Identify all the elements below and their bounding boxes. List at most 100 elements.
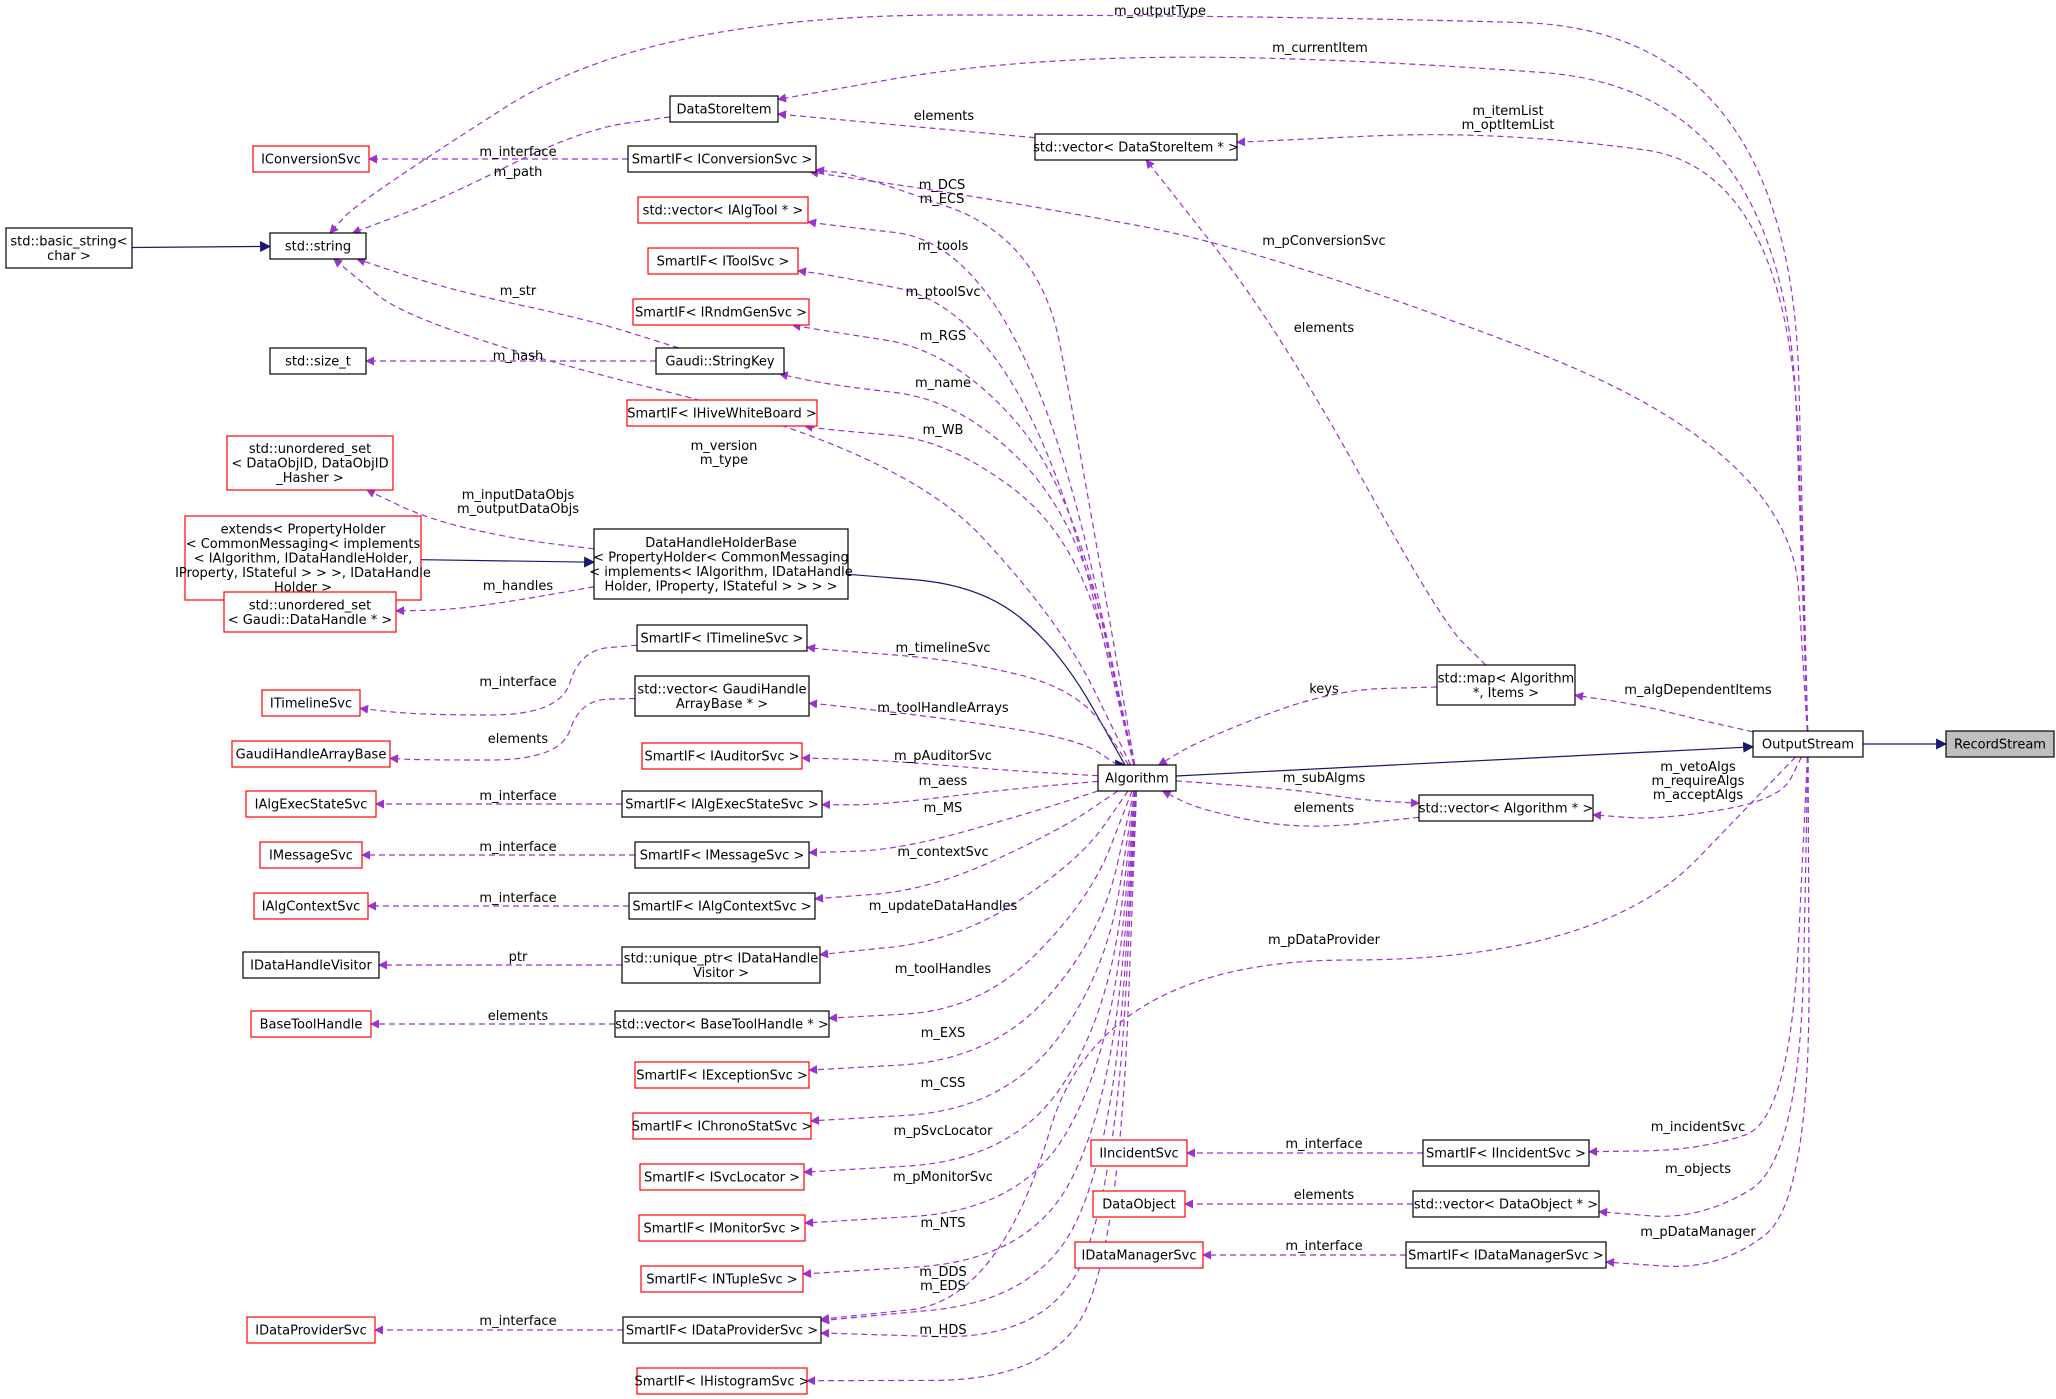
class-node-box <box>269 232 367 260</box>
class-node-iincidentsvc[interactable]: IIncidentSvc <box>1090 1139 1188 1167</box>
class-node-label: SmartIF< ITimelineSvc > <box>641 632 804 647</box>
class-node-smartif-ichronostatsvc[interactable]: SmartIF< IChronoStatSvc > <box>632 1112 813 1140</box>
class-node-map-algorithm-items[interactable]: std::map< Algorithm*, Items > <box>1436 664 1576 706</box>
usage-edge-algorithm-to-vector-basetoolhandle <box>828 790 1133 1023</box>
usage-edge-output-stream-to-vector-datastoreitem <box>1236 134 1809 732</box>
edge-label-nts: m_NTS <box>920 1216 965 1231</box>
class-node-unordered-set-dataobjid[interactable]: std::unordered_set< DataObjID, DataObjID… <box>226 435 394 491</box>
class-node-smartif-iconversion-svc[interactable]: SmartIF< IConversionSvc > <box>627 145 817 173</box>
class-node-label: DataObject <box>1102 1198 1175 1213</box>
class-node-label: ITimelineSvc <box>270 697 352 712</box>
usage-edge-algorithm-to-smartif-itoolsvc <box>797 267 1135 766</box>
class-node-vector-algorithm[interactable]: std::vector< Algorithm * > <box>1418 794 1594 822</box>
edge-label-text: m_pDataManager <box>1640 1225 1756 1240</box>
class-node-label: < PropertyHolder< CommonMessaging <box>593 550 849 565</box>
class-node-std-basic-string[interactable]: std::basic_string<char > <box>5 227 133 269</box>
class-node-vector-gaudihandlearraybase[interactable]: std::vector< GaudiHandleArrayBase * > <box>634 675 810 717</box>
class-node-smartif-imonitorsvc[interactable]: SmartIF< IMonitorSvc > <box>638 1214 806 1242</box>
edge-label-text: m_interface <box>479 891 556 906</box>
class-node-smartif-ialgexecstatesvc[interactable]: SmartIF< IAlgExecStateSvc > <box>621 790 823 818</box>
class-node-record-stream[interactable]: RecordStream <box>1945 730 2055 758</box>
edge-label-text: m_optItemList <box>1462 118 1555 133</box>
class-node-box <box>1097 764 1177 792</box>
class-node-label: std::vector< GaudiHandle <box>637 682 806 697</box>
class-node-box <box>626 399 818 427</box>
edge-label-text: m_EXS <box>921 1026 966 1041</box>
edge-label-interface-message: m_interface <box>479 840 556 855</box>
edge-label-elements-dataobject: elements <box>1294 1188 1355 1203</box>
usage-edge-algorithm-to-gaudi-stringkey <box>778 371 1135 766</box>
class-node-std-string[interactable]: std::string <box>269 232 367 260</box>
class-node-extends-property-holder[interactable]: extends< PropertyHolder< CommonMessaging… <box>175 515 431 601</box>
class-node-ialgexecstatesvc[interactable]: IAlgExecStateSvc <box>245 790 377 818</box>
class-node-unordered-set-datahandle[interactable]: std::unordered_set< Gaudi::DataHandle * … <box>223 591 397 633</box>
class-node-idatamanagersvc[interactable]: IDataManagerSvc <box>1074 1241 1204 1269</box>
class-node-imessagesvc[interactable]: IMessageSvc <box>259 841 363 869</box>
edge-label-tool-handle-arrays: m_toolHandleArrays <box>877 701 1009 716</box>
class-node-smartif-ialgcontextsvc[interactable]: SmartIF< IAlgContextSvc > <box>628 892 816 920</box>
class-node-smartif-itoolsvc[interactable]: SmartIF< IToolSvc > <box>647 247 799 275</box>
class-node-smartif-isvclocator[interactable]: SmartIF< ISvcLocator > <box>639 1163 805 1191</box>
class-node-smartif-iauditorsvc[interactable]: SmartIF< IAuditorSvc > <box>641 742 803 770</box>
class-node-smartif-ihistogramsvc[interactable]: SmartIF< IHistogramSvc > <box>634 1367 810 1395</box>
class-node-box <box>1436 664 1576 706</box>
usage-edge-algorithm-to-vector-gaudihandlearraybase <box>808 699 1118 766</box>
class-node-gaudihandlearraybase[interactable]: GaudiHandleArrayBase <box>231 740 391 768</box>
edge-label-text: m_currentItem <box>1272 41 1368 56</box>
class-node-vector-datastoreitem[interactable]: std::vector< DataStoreItem * > <box>1033 133 1239 161</box>
class-node-smartif-intuplesvc[interactable]: SmartIF< INTupleSvc > <box>640 1265 804 1293</box>
class-node-vector-ialgtool[interactable]: std::vector< IAlgTool * > <box>637 196 809 224</box>
edge-label-text: m_interface <box>479 145 556 160</box>
class-node-idataprovidersvc[interactable]: IDataProviderSvc <box>246 1316 376 1344</box>
class-node-box <box>242 951 380 979</box>
class-node-vector-dataobject[interactable]: std::vector< DataObject * > <box>1412 1190 1600 1218</box>
class-node-smartif-itimelinesvc[interactable]: SmartIF< ITimelineSvc > <box>636 624 808 652</box>
class-node-smartif-iincidentsvc[interactable]: SmartIF< IIncidentSvc > <box>1422 1139 1590 1167</box>
inheritance-edge-algorithm-to-output-stream <box>1175 741 1755 777</box>
class-node-smartif-idatamanagersvc[interactable]: SmartIF< IDataManagerSvc > <box>1405 1241 1607 1269</box>
class-node-label: std::string <box>285 240 351 255</box>
class-node-std-size-t[interactable]: std::size_t <box>269 347 367 375</box>
edge-label-text: m_incidentSvc <box>1651 1120 1745 1135</box>
class-node-box <box>1945 730 2055 758</box>
class-node-box <box>226 435 394 491</box>
class-node-ialgcontextsvc[interactable]: IAlgContextSvc <box>253 892 369 920</box>
edge-label-text: m_type <box>700 453 748 468</box>
class-node-smartif-idataprovidersvc[interactable]: SmartIF< IDataProviderSvc > <box>622 1316 822 1344</box>
usage-edge-algorithm-to-smartif-ihistogramsvc <box>806 790 1138 1386</box>
class-node-smartif-iexceptionsvc[interactable]: SmartIF< IExceptionSvc > <box>634 1061 810 1089</box>
class-node-label: *, Items > <box>1473 686 1539 701</box>
class-node-label: < Gaudi::DataHandle * > <box>228 613 392 628</box>
class-node-label: IConversionSvc <box>261 153 361 168</box>
class-node-data-store-item[interactable]: DataStoreItem <box>669 95 779 123</box>
class-node-label: IDataManagerSvc <box>1082 1249 1197 1264</box>
usage-edge-algorithm-to-smartif-itimelinesvc <box>806 643 1130 766</box>
usage-edge-data-store-item-to-std-string <box>351 116 671 235</box>
class-node-smartif-irndmgensvc[interactable]: SmartIF< IRndmGenSvc > <box>632 298 810 326</box>
edge-label-name: m_name <box>915 376 971 391</box>
class-node-smartif-imessagesvc[interactable]: SmartIF< IMessageSvc > <box>634 841 810 869</box>
class-node-itimelinesvc[interactable]: ITimelineSvc <box>261 689 361 717</box>
edge-label-text: m_timelineSvc <box>895 641 990 656</box>
edge-label-interface-dataprovider: m_interface <box>479 1314 556 1329</box>
class-node-vector-basetoolhandle[interactable]: std::vector< BaseToolHandle * > <box>614 1010 830 1038</box>
class-node-gaudi-stringkey[interactable]: Gaudi::StringKey <box>655 347 785 375</box>
usage-edge-vector-datastoreitem-to-data-store-item <box>777 110 1036 139</box>
class-node-data-handle-holder-base[interactable]: DataHandleHolderBase< PropertyHolder< Co… <box>589 528 853 600</box>
class-node-dataobject[interactable]: DataObject <box>1092 1190 1186 1218</box>
class-node-output-stream[interactable]: OutputStream <box>1752 730 1864 758</box>
class-node-label: SmartIF< IIncidentSvc > <box>1426 1147 1586 1162</box>
class-node-unique-ptr-idatahandlevisitor[interactable]: std::unique_ptr< IDataHandleVisitor > <box>621 946 821 984</box>
class-node-basetoolhandle[interactable]: BaseToolHandle <box>250 1010 372 1038</box>
usage-edge-algorithm-to-vector-algorithm <box>1175 780 1420 808</box>
edge-label-elements-algorithm: elements <box>1294 801 1355 816</box>
class-node-iconversion-svc[interactable]: IConversionSvc <box>252 145 370 173</box>
edge-label-ptr: ptr <box>509 950 528 965</box>
class-node-box <box>1034 133 1238 161</box>
class-node-algorithm[interactable]: Algorithm <box>1097 764 1177 792</box>
class-node-smartif-ihivewhiteboard[interactable]: SmartIF< IHiveWhiteBoard > <box>626 399 818 427</box>
class-node-idatahandlevisitor[interactable]: IDataHandleVisitor <box>242 951 380 979</box>
